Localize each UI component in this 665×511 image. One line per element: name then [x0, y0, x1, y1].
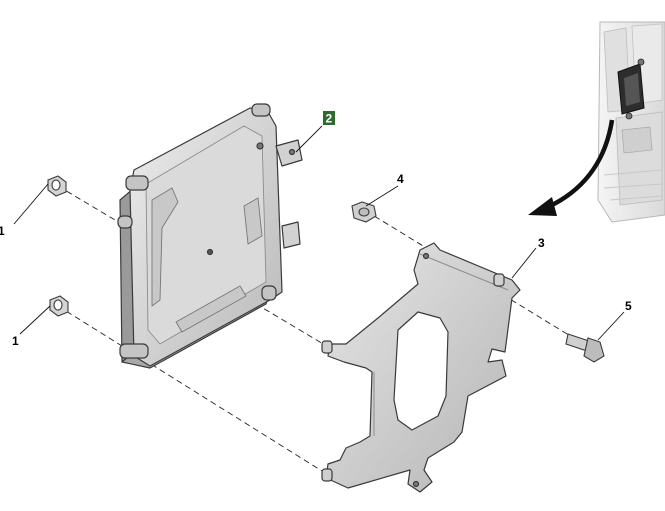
callout-4: 4 — [397, 172, 404, 186]
location-inset — [597, 21, 665, 223]
callout-3: 3 — [538, 236, 545, 250]
callout-2-highlighted: 2 — [323, 111, 335, 126]
mounting-bracket — [321, 242, 521, 493]
callout-1-upper: 1 — [0, 224, 5, 238]
svg-text:1: 1 — [12, 334, 19, 348]
control-module — [117, 103, 303, 369]
svg-text:4: 4 — [397, 172, 404, 186]
nut-part-4 — [351, 201, 377, 223]
svg-text:2: 2 — [326, 112, 333, 126]
svg-text:5: 5 — [625, 299, 632, 313]
svg-text:1: 1 — [0, 224, 5, 238]
leader-lines — [13, 125, 625, 341]
svg-text:3: 3 — [538, 236, 545, 250]
nut-lower — [49, 295, 69, 317]
callout-1-lower: 1 — [12, 334, 19, 348]
bolt-part-5 — [565, 333, 605, 363]
nut-upper — [47, 175, 67, 197]
curved-arrow-icon — [528, 119, 615, 216]
callout-5: 5 — [625, 299, 632, 313]
